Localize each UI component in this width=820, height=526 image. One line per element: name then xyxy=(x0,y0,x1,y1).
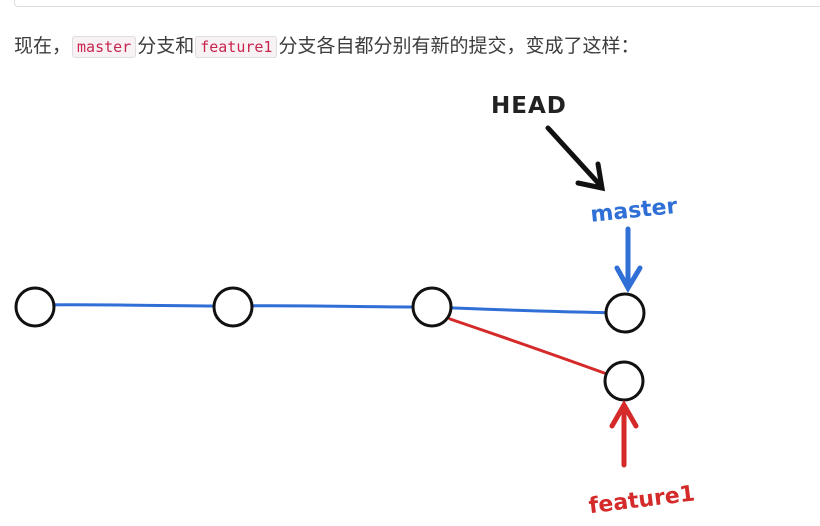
commit-node-master xyxy=(604,292,646,334)
master-arrow xyxy=(614,226,643,294)
branch-code-feature1: feature1 xyxy=(195,36,278,58)
branch-code-master: master xyxy=(72,36,137,58)
head-arrow xyxy=(545,125,606,192)
master-label: master xyxy=(589,194,678,228)
feature1-branch-line xyxy=(448,317,609,376)
commit-node-1 xyxy=(14,286,56,328)
content-box-edge xyxy=(14,0,820,7)
intro-prefix: 现在， xyxy=(14,35,72,57)
commit-node-2 xyxy=(212,286,254,328)
head-label: HEAD xyxy=(491,93,567,119)
feature1-label: feature1 xyxy=(587,481,696,519)
intro-middle: 分支和 xyxy=(137,35,195,57)
commit-node-3 xyxy=(411,286,453,328)
master-branch-line xyxy=(34,303,627,315)
commit-node-feature1 xyxy=(603,360,645,402)
intro-suffix: 分支各自都分别有新的提交，变成了这样： xyxy=(278,35,640,57)
feature1-arrow xyxy=(609,399,639,468)
